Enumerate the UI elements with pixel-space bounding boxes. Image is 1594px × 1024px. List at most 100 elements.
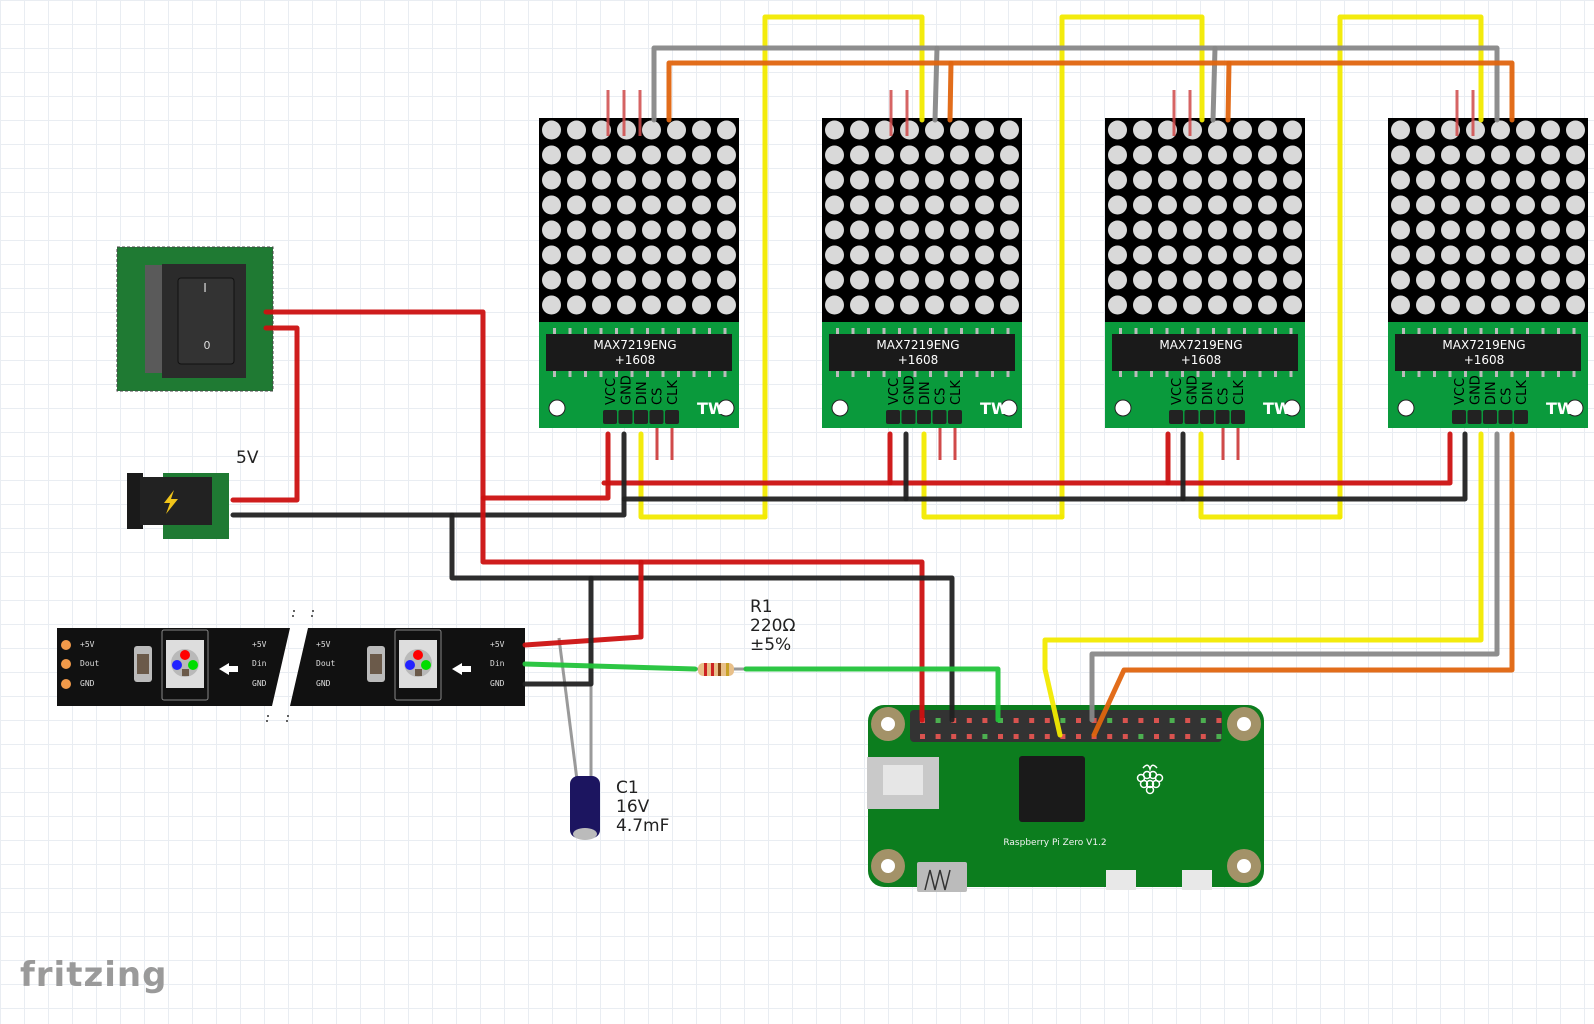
gpio-pin[interactable] — [935, 718, 941, 723]
matrix-led — [642, 245, 661, 265]
gpio-pin[interactable] — [1138, 718, 1144, 723]
wire-din-link[interactable] — [638, 431, 768, 520]
gpio-pin[interactable] — [998, 718, 1003, 723]
gpio-pin[interactable] — [1060, 734, 1066, 739]
wire-cs-bus[interactable] — [651, 45, 1500, 123]
header-pin[interactable] — [634, 410, 648, 424]
wire-din-link[interactable] — [1059, 14, 1205, 520]
gpio-pin[interactable] — [1154, 734, 1159, 739]
gpio-pin[interactable] — [1076, 734, 1081, 739]
matrix-led — [1541, 295, 1560, 315]
header-pin[interactable] — [1467, 410, 1482, 424]
gpio-pin[interactable] — [982, 718, 988, 723]
wire-din-link[interactable] — [921, 431, 1065, 520]
gpio-pin[interactable] — [1013, 734, 1019, 739]
gpio-pin[interactable] — [966, 718, 972, 723]
gpio-pin[interactable] — [935, 734, 941, 739]
gpio-pin[interactable] — [951, 734, 957, 739]
gpio-pin[interactable] — [1200, 718, 1206, 723]
header-pin[interactable] — [1514, 410, 1528, 424]
wire-clk-bus[interactable] — [666, 60, 1515, 123]
header-pin[interactable] — [886, 410, 900, 424]
wire-5v-switch[interactable] — [263, 309, 925, 723]
header-pin[interactable] — [618, 410, 633, 424]
led-strip[interactable]: +5V Dout GND +5V Din GND +5V Dout GND +5… — [57, 610, 525, 722]
gpio-pin[interactable] — [1076, 718, 1081, 723]
gpio-pin[interactable] — [1013, 718, 1019, 723]
header-pin[interactable] — [932, 410, 947, 424]
wire-cs-bus[interactable] — [932, 45, 940, 123]
header-pin[interactable] — [917, 410, 931, 424]
header-pin[interactable] — [1498, 410, 1513, 424]
resistor-r1[interactable]: R1 220Ω ±5% — [695, 597, 795, 676]
gpio-pin[interactable] — [1060, 718, 1066, 723]
wire-strip-data[interactable] — [743, 666, 1001, 723]
header-pin[interactable] — [649, 410, 664, 424]
gpio-pin[interactable] — [1154, 718, 1159, 723]
header-pin[interactable] — [1200, 410, 1214, 424]
wire-din-link[interactable] — [1198, 431, 1343, 520]
wire-din-link[interactable] — [762, 14, 925, 520]
gpio-pin[interactable] — [1216, 734, 1222, 739]
gpio-pin[interactable] — [1200, 734, 1206, 739]
gpio-pin[interactable] — [1044, 734, 1050, 739]
wire-din-link[interactable] — [1337, 14, 1484, 520]
gpio-pin[interactable] — [1122, 734, 1128, 739]
wire-cs-bus[interactable] — [1210, 45, 1218, 123]
gpio-pin[interactable] — [998, 734, 1003, 739]
header-pin[interactable] — [1452, 410, 1466, 424]
gpio-pin[interactable] — [1138, 734, 1144, 739]
wire-vcc[interactable] — [601, 431, 1453, 486]
matrix-led — [825, 170, 844, 190]
wire-din-pi[interactable] — [1042, 431, 1484, 738]
gpio-pin[interactable] — [1216, 718, 1222, 723]
matrix-led — [1233, 245, 1252, 265]
wire-gnd-pi[interactable] — [449, 512, 955, 723]
header-pin[interactable] — [603, 410, 617, 424]
raspberry-pi-zero[interactable]: Raspberry Pi Zero V1.2 — [867, 705, 1264, 892]
gpio-pin[interactable] — [1029, 718, 1035, 723]
wire-clk-bus[interactable] — [1225, 60, 1232, 123]
header-pin[interactable] — [901, 410, 916, 424]
gpio-pin[interactable] — [1185, 734, 1191, 739]
pin-label: DIN — [1484, 381, 1499, 405]
gpio-pin[interactable] — [1107, 734, 1113, 739]
capacitor-c1[interactable]: C1 16V 4.7mF — [557, 637, 669, 840]
wire-cs-pi[interactable] — [1089, 431, 1500, 723]
wire-vcc[interactable] — [480, 431, 611, 501]
matrix-led — [1233, 295, 1252, 315]
switch-rocker[interactable] — [177, 277, 235, 365]
header-pin[interactable] — [1483, 410, 1497, 424]
header-pin[interactable] — [1184, 410, 1199, 424]
header-pin[interactable] — [1231, 410, 1245, 424]
gpio-pin[interactable] — [1044, 718, 1050, 723]
gpio-pin[interactable] — [982, 734, 988, 739]
wire-clk-bus[interactable] — [947, 60, 954, 123]
gpio-pin[interactable] — [1107, 718, 1113, 723]
header-pin[interactable] — [1215, 410, 1230, 424]
gpio-pin[interactable] — [1122, 718, 1128, 723]
gpio-pin[interactable] — [1185, 718, 1191, 723]
gpio-pin[interactable] — [920, 734, 925, 739]
wire-gnd[interactable] — [230, 431, 627, 518]
wire-strip-5v[interactable] — [522, 559, 644, 648]
rocker-switch[interactable]: I 0 — [116, 246, 274, 392]
header-pin[interactable] — [1169, 410, 1183, 424]
gpio-pin[interactable] — [1169, 718, 1175, 723]
wire-5v-jack[interactable] — [230, 325, 300, 503]
wire-strip-data[interactable] — [522, 661, 698, 672]
gpio-pin[interactable] — [966, 734, 972, 739]
power-jack[interactable]: 5V — [127, 448, 259, 539]
gpio-pin[interactable] — [1029, 734, 1035, 739]
header-pin[interactable] — [665, 410, 679, 424]
wire-strip-gnd[interactable] — [522, 575, 594, 687]
gpio-pin[interactable] — [1169, 734, 1175, 739]
header-pin[interactable] — [948, 410, 962, 424]
wire-clk-pi[interactable] — [1091, 431, 1515, 738]
gpio-header[interactable] — [910, 710, 1222, 742]
